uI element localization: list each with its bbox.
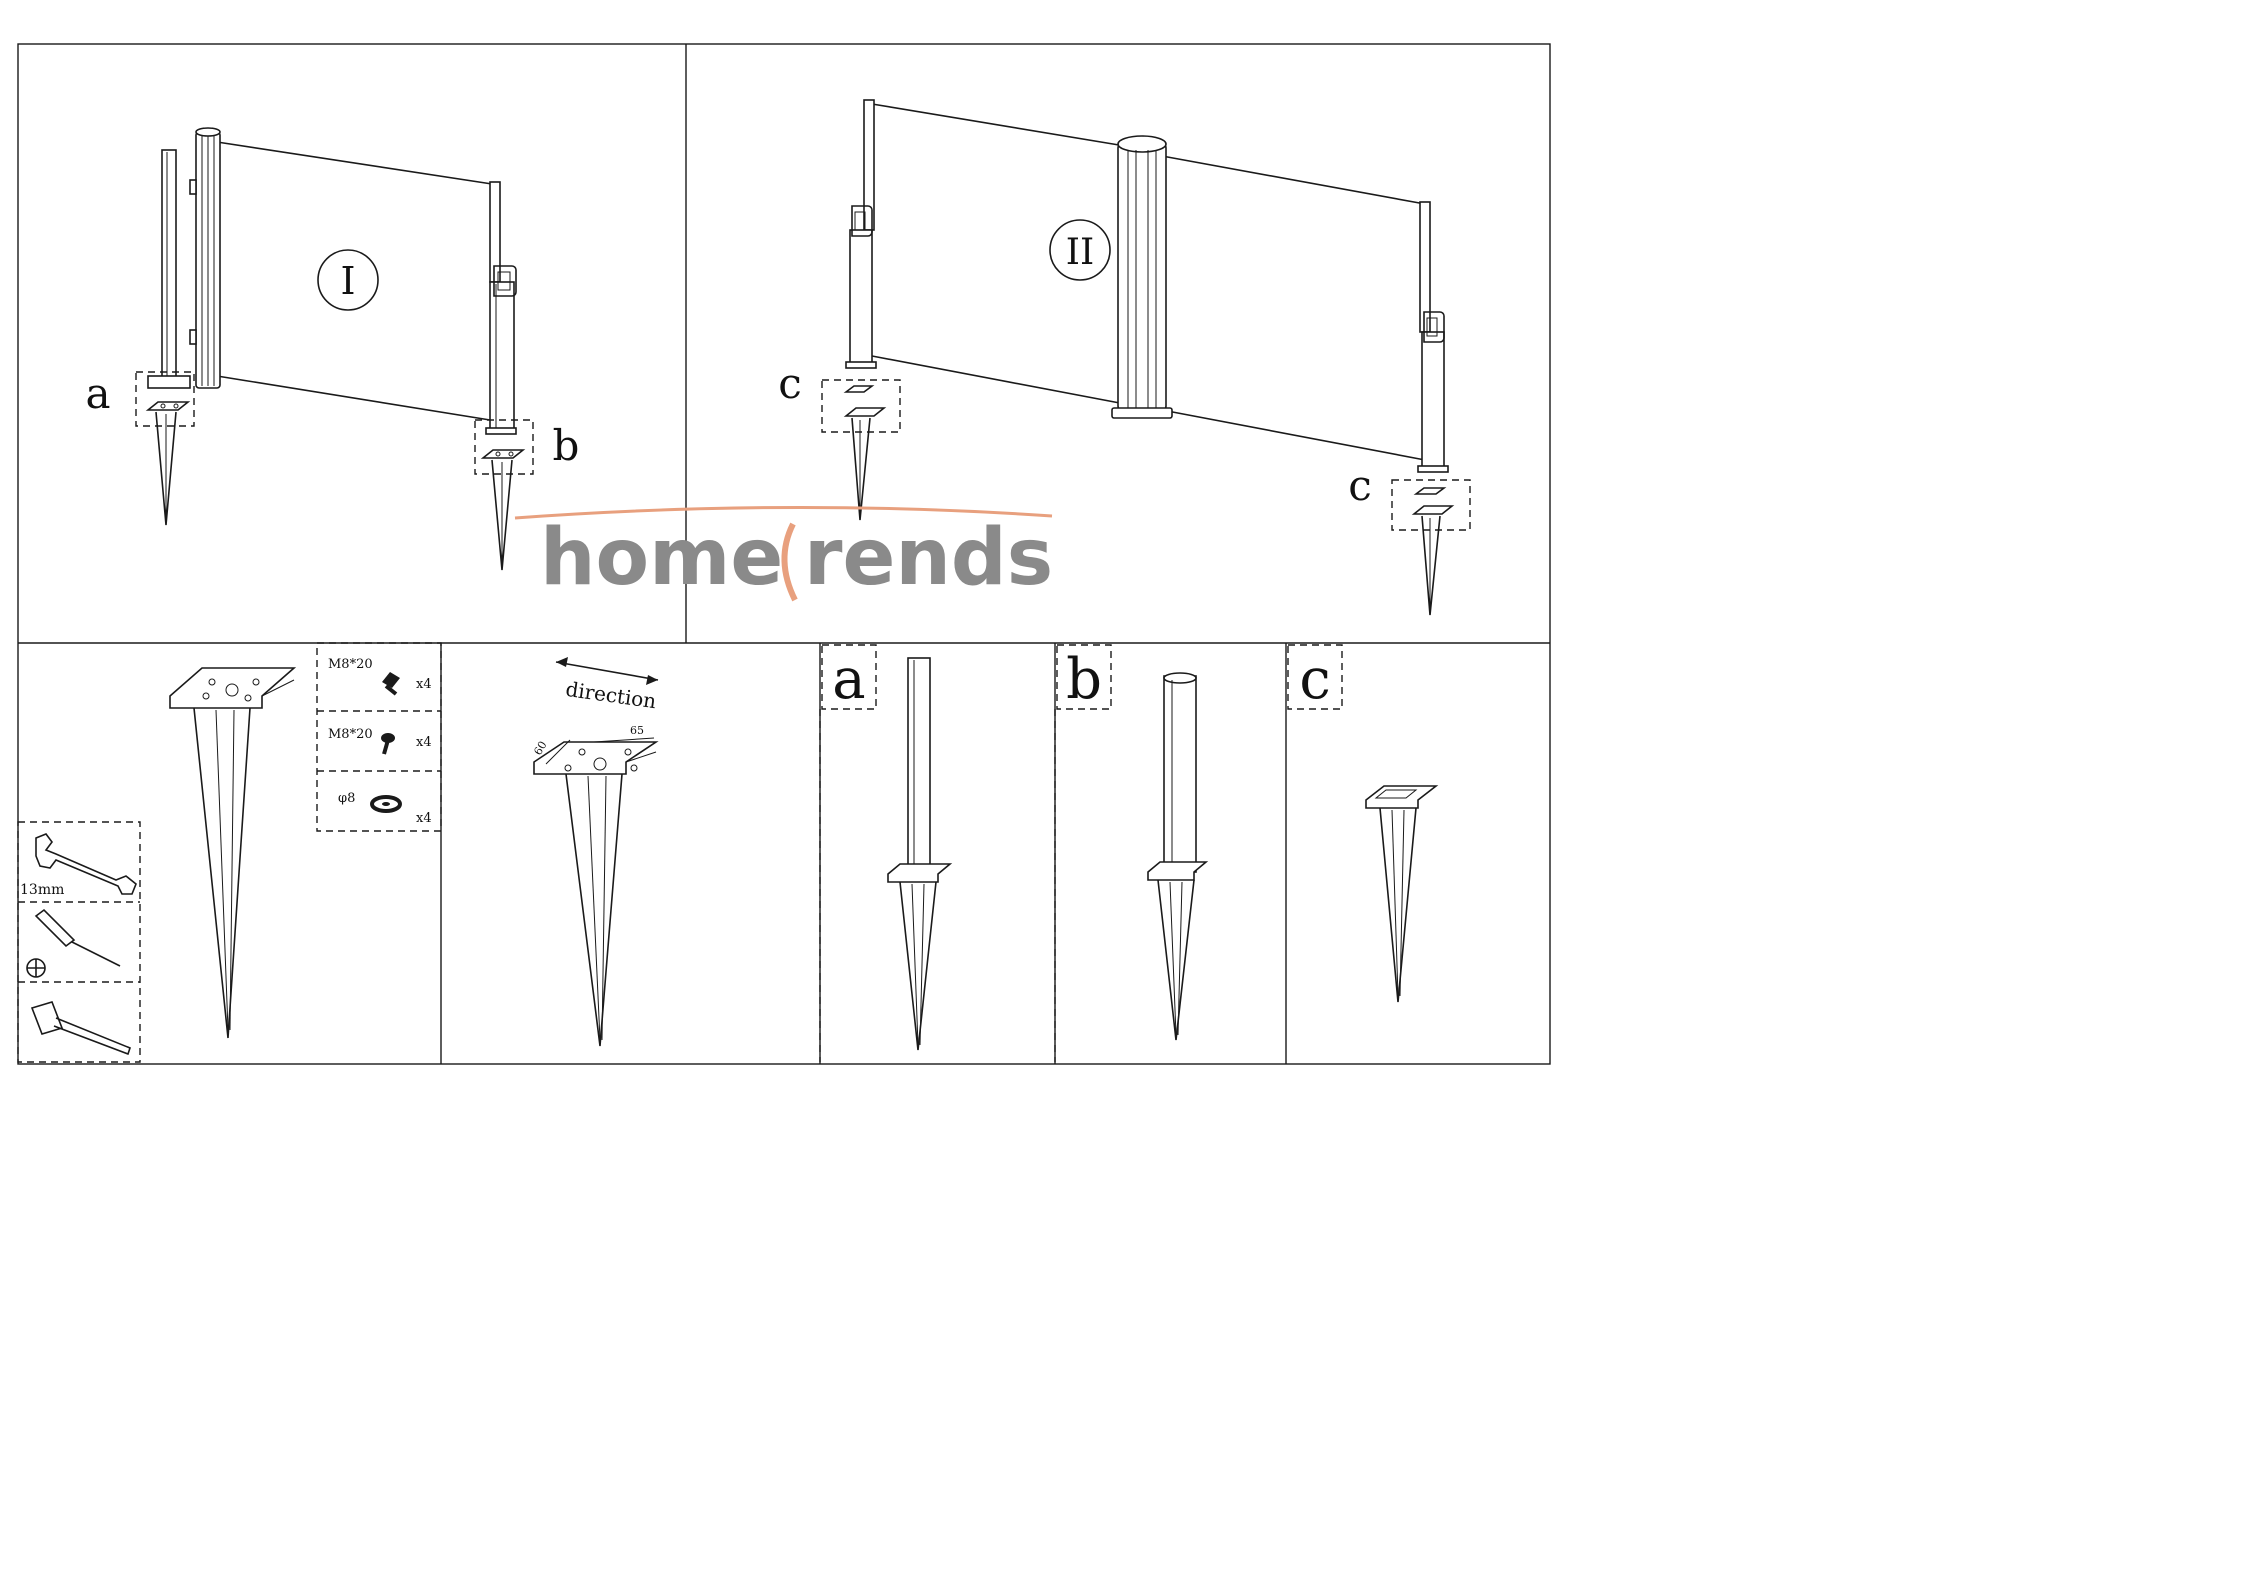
part-c-label-right: c [1348,461,1372,510]
hex-bolt-icon [382,672,400,696]
hardware-2-qty: x4 [416,735,432,750]
direction-label: direction [564,677,658,713]
hardware-3-qty: x4 [416,811,432,826]
part-a-detail: a [819,644,953,1062]
part-a-detail-label: a [832,647,865,712]
direction-arrow [555,657,659,685]
watermark-left: home [540,513,783,603]
part-c-detail-label: c [1299,647,1330,712]
step-2-label: II [1066,232,1094,273]
cross-screw-icon [381,733,395,755]
ground-spike-large [169,667,297,1039]
step-2-illustration: II c c [778,99,1471,616]
part-c-detail: c [1287,644,1439,1003]
washer-icon [370,795,402,813]
step-1-label: I [340,259,355,303]
part-b-detail: b [1054,644,1209,1062]
spike-dimension-detail: direction 60 65 [531,657,659,1047]
part-b-detail-label: b [1066,647,1102,712]
dimension-60-label: 60 [531,739,549,758]
wrench-icon [35,833,137,895]
wrench-size-label: 13mm [20,882,64,898]
part-b-label: b [553,421,580,470]
hardware-2-label: M8*20 [328,727,373,742]
assembly-diagram: I a b [17,43,1551,1065]
screwdriver-icon [34,908,121,967]
watermark-right: rends [804,513,1053,603]
part-c-label-left: c [778,359,802,408]
mallet-icon [30,1001,131,1056]
hardware-1-qty: x4 [416,677,432,692]
hardware-3-label: φ8 [338,791,355,806]
phillips-symbol-icon [26,958,46,978]
hardware-list: M8*20 x4 M8*20 x4 φ8 x4 [316,642,442,832]
part-a-label: a [85,369,110,418]
tools-panel: 13mm [17,821,141,1063]
dimension-65-label: 65 [630,724,644,737]
step-1-illustration: I a b [85,127,580,571]
hardware-1-label: M8*20 [328,657,373,672]
brand-watermark: home rends [514,505,1053,603]
